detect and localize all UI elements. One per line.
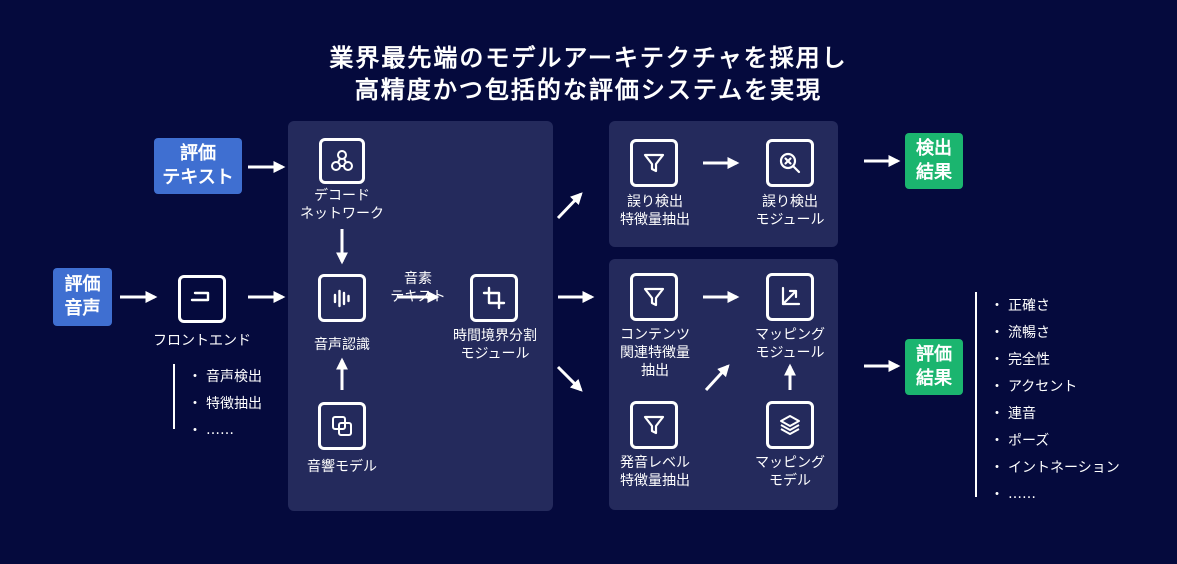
mapping-model-label: マッピング モデル [755,455,825,489]
frontend-items: ・音声検出 ・特徴抽出 ・…… [188,362,262,443]
evaluation-panel [609,259,838,510]
list-item: ・ポーズ [990,432,1050,449]
network-icon [319,138,365,184]
list-item: ・完全性 [990,351,1050,368]
arrow-segmentation-to-pron [556,365,583,392]
list-item: ・…… [188,421,234,439]
overlap-squares-icon [318,402,366,450]
search-x-icon [766,139,814,187]
diagram-title-line1: 業界最先端のモデルアーキテクチャを採用し [329,44,848,72]
error-feature-label: 誤り検出 特徴量抽出 [620,194,690,228]
mapping-icon [766,273,814,321]
list-item: ・イントネーション [990,459,1120,476]
speech-recognition-label: 音声認識 [314,337,370,353]
frontend-label: フロントエンド [153,333,251,349]
result-items: ・正確さ ・流暢さ ・完全性 ・アクセント ・連音 ・ポーズ ・イントネーション… [990,291,1120,507]
crop-icon [470,274,518,322]
center-panel [288,121,553,511]
error-module-label: 誤り検出 モジュール [755,194,825,228]
eval-audio-badge: 評価 音声 [53,268,112,326]
list-item: ・特徴抽出 [188,395,262,412]
segmentation-label: 時間境界分割 モジュール [453,328,537,362]
arrow-pron-to-mapping [704,364,730,392]
arrow-segmentation-to-error [556,192,583,220]
list-item: ・…… [990,485,1036,503]
list-item: ・連音 [990,405,1036,422]
list-item: ・アクセント [990,378,1078,395]
content-feature-label: コンテンツ 関連特徴量 抽出 [620,327,690,379]
layers-icon [766,401,814,449]
diagram-title-line2: 高精度かつ包括的な評価システムを実現 [354,76,823,104]
detection-result-badge: 検出 結果 [905,133,963,189]
filter-icon [630,273,678,321]
list-item: ・流暢さ [990,324,1050,341]
waveform-icon [318,274,366,322]
frontend-list-line [173,364,175,429]
input-icon [178,275,226,323]
mapping-module-label: マッピング モジュール [755,327,825,361]
filter-icon [630,401,678,449]
result-list-line [975,292,977,497]
evaluation-result-badge: 評価 結果 [905,339,963,395]
eval-text-badge: 評価 テキスト [154,138,242,194]
filter-icon [630,139,678,187]
decode-network-label: デコード ネットワーク [300,188,384,222]
list-item: ・正確さ [990,297,1050,314]
pron-feature-label: 発音レベル 特徴量抽出 [620,455,690,489]
list-item: ・音声検出 [188,368,262,385]
acoustic-model-label: 音響モデル [307,459,377,475]
